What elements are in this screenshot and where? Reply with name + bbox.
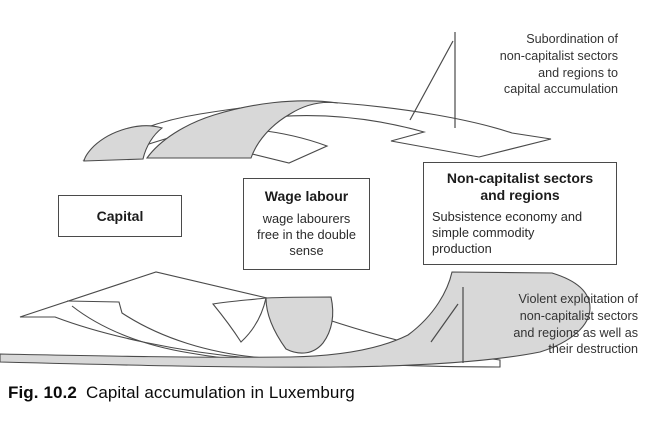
annotation-line: non-capitalist sectors xyxy=(519,308,638,323)
wage-labour-box-body: wage labourers free in the double sense xyxy=(244,211,369,259)
non-capitalist-body-line: simple commodity xyxy=(432,225,535,240)
wage-labour-body-line: free in the double xyxy=(257,227,356,242)
figure-caption-label: Fig. 10.2 xyxy=(8,383,77,402)
non-capitalist-box-title: Non-capitalist sectors and regions xyxy=(424,170,616,204)
annotation-line: non-capitalist sectors xyxy=(499,48,618,63)
non-capitalist-box-body: Subsistence economy and simple commodity… xyxy=(424,209,616,257)
non-capitalist-title-line: and regions xyxy=(480,187,560,203)
wage-labour-body-line: sense xyxy=(289,243,324,258)
annotation-line: and regions to xyxy=(538,65,618,80)
non-capitalist-body-line: Subsistence economy and xyxy=(432,209,583,224)
white-fin-wagelabour xyxy=(211,297,267,343)
leader-line-bottom-diagonal xyxy=(430,303,459,343)
capital-box: Capital xyxy=(58,195,182,237)
non-capitalist-box: Non-capitalist sectors and regions Subsi… xyxy=(423,162,617,265)
capital-box-title: Capital xyxy=(96,207,144,224)
annotation-line: Violent exploitation of xyxy=(518,292,639,306)
wage-labour-body-line: wage labourers xyxy=(262,211,351,226)
annotation-line: and regions as well as xyxy=(513,325,638,340)
annotation-line: their destruction xyxy=(548,342,638,357)
arrow-capital-to-noncapitalist xyxy=(82,101,552,161)
leader-line-top-diagonal xyxy=(409,40,454,121)
gray-fin-top xyxy=(145,100,339,159)
gray-swoosh-noncapitalist-return xyxy=(0,271,591,368)
non-capitalist-title-line: Non-capitalist sectors xyxy=(446,170,594,186)
gray-fin-wagelabour xyxy=(265,296,334,354)
non-capitalist-body-line: production xyxy=(432,241,492,256)
wage-labour-box-title: Wage labour xyxy=(264,188,349,204)
figure-caption-text: Capital accumulation in Luxemburg xyxy=(85,383,355,402)
wage-labour-box: Wage labour wage labourers free in the d… xyxy=(243,178,370,270)
annotation-line: Subordination of xyxy=(526,32,618,46)
annotation-subordination: Subordination of non-capitalist sectors … xyxy=(388,31,618,98)
gray-crescent-left xyxy=(83,125,164,162)
annotation-violent-exploitation: Violent exploitation of non-capitalist s… xyxy=(408,291,638,358)
figure-caption: Fig. 10.2 Capital accumulation in Luxembu… xyxy=(8,383,355,403)
annotation-line: capital accumulation xyxy=(503,82,618,97)
